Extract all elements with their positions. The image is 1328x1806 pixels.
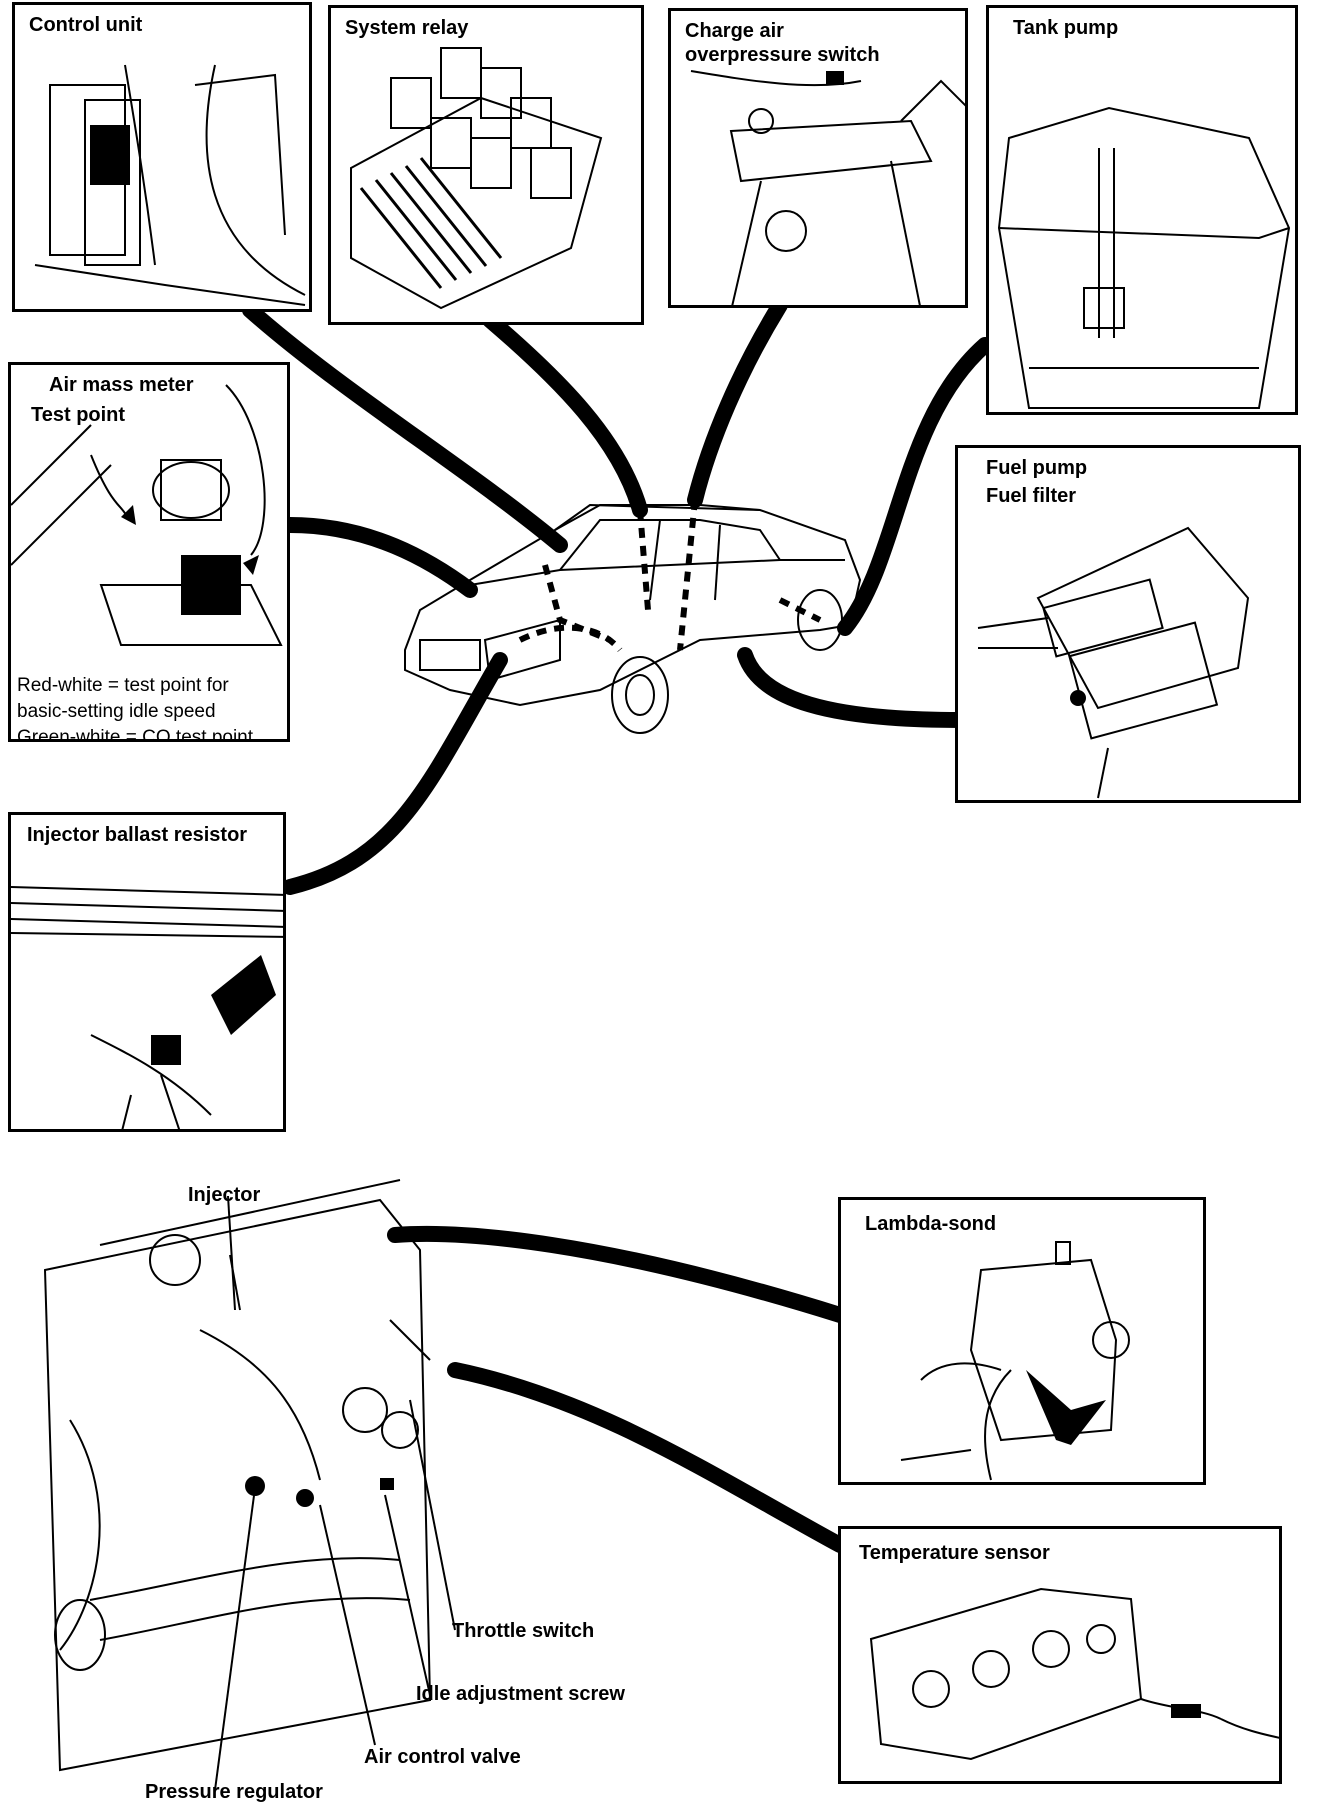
leader-injector-ballast — [282, 652, 508, 895]
leader-temp-sensor — [447, 1362, 848, 1553]
panel-title-line1: Charge air — [685, 20, 784, 42]
fuel-pump-drawing — [977, 526, 1250, 799]
panel-title-line2: Fuel filter — [986, 485, 1077, 507]
leader-idle-screw — [384, 1494, 431, 1696]
panel-lambda-sond: Lambda-sond — [838, 1197, 1206, 1485]
charge-air-switch-drawing — [690, 70, 965, 305]
leader-system-relay — [482, 312, 648, 518]
callout-pressure-regulator: Pressure regulator — [145, 1781, 323, 1803]
air-mass-meter-drawing — [11, 384, 283, 646]
panel-tank-pump: Tank pump — [986, 5, 1298, 415]
leader-lambda — [387, 1225, 848, 1323]
panel-title: Tank pump — [1013, 17, 1119, 39]
temperature-sensor-drawing — [869, 1587, 1279, 1761]
panel-fuel-pump: Fuel pump Fuel filter — [955, 445, 1301, 803]
leader-tank-pump — [837, 337, 993, 636]
panel-temperature-sensor: Temperature sensor — [838, 1526, 1282, 1784]
leader-pressure-regulator — [214, 1487, 256, 1791]
callout-throttle-switch: Throttle switch — [452, 1620, 595, 1642]
callout-injector: Injector — [188, 1184, 261, 1206]
panel-system-relay: System relay — [328, 5, 644, 325]
panel-title: Injector ballast resistor — [27, 824, 248, 846]
panel-title: Control unit — [29, 14, 143, 36]
panel-title-line1: Fuel pump — [986, 457, 1088, 479]
panel-charge-air-switch: Charge air overpressure switch — [668, 8, 968, 308]
panel-control-unit: Control unit — [12, 2, 312, 312]
panel-title-line2: overpressure switch — [685, 44, 880, 66]
leader-throttle-switch — [409, 1399, 456, 1631]
leader-charge-air — [687, 297, 788, 508]
system-relay-drawing — [350, 47, 603, 310]
leader-air-control-valve — [319, 1504, 376, 1746]
panel-title: Air mass meter — [49, 374, 194, 396]
air-mass-note-line2: basic-setting idle speed — [17, 701, 216, 722]
tank-pump-drawing — [997, 106, 1291, 409]
panel-injector-ballast-resistor: Injector ballast resistor — [8, 812, 286, 1132]
panel-title: System relay — [345, 17, 469, 39]
lambda-sond-drawing — [900, 1241, 1130, 1481]
leader-air-mass — [282, 517, 478, 598]
leader-control-unit — [242, 302, 568, 553]
panel-title: Lambda-sond — [865, 1213, 997, 1235]
panel-air-mass-meter: Air mass meter Test point Red-white = te… — [8, 362, 290, 742]
injector-ballast-drawing — [11, 886, 283, 1129]
callout-air-control-valve: Air control valve — [364, 1746, 521, 1768]
air-mass-note-line1: Red-white = test point for — [17, 675, 229, 696]
panel-title: Temperature sensor — [859, 1542, 1050, 1564]
test-point-label: Test point — [31, 404, 126, 426]
control-unit-drawing — [34, 64, 306, 306]
leader-fuel-pump — [737, 647, 968, 728]
callout-idle-adjustment-screw: Idle adjustment screw — [416, 1683, 625, 1705]
air-mass-note-line3: Green-white = CO test point — [17, 727, 254, 742]
leader-injector — [227, 1195, 236, 1311]
